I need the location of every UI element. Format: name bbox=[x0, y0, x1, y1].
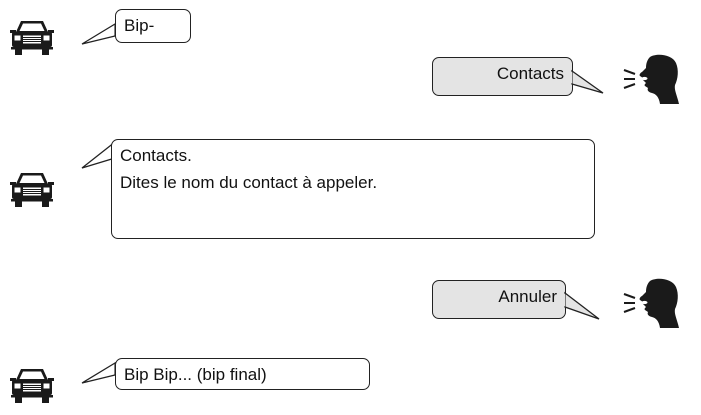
bubble-text: Annuler bbox=[498, 287, 557, 306]
bubble-text-line-1: Contacts. bbox=[120, 146, 192, 165]
bubble-tail bbox=[569, 69, 604, 94]
car-speech-bubble: Bip Bip... (bip final) bbox=[115, 358, 370, 390]
car-icon bbox=[9, 368, 55, 404]
speaking-head-icon bbox=[623, 53, 680, 105]
bubble-text: Bip Bip... (bip final) bbox=[124, 365, 267, 384]
car-speech-bubble: Bip- bbox=[115, 9, 191, 43]
car-icon bbox=[9, 172, 55, 208]
bubble-text: Bip- bbox=[124, 16, 155, 35]
bubble-text-line-2: Dites le nom du contact à appeler. bbox=[120, 173, 378, 192]
user-message-2: Annuler bbox=[0, 275, 701, 355]
user-message-1: Contacts bbox=[0, 50, 701, 130]
user-speech-bubble: Contacts bbox=[432, 57, 573, 96]
bubble-tail bbox=[562, 291, 600, 320]
user-speech-bubble: Annuler bbox=[432, 280, 566, 319]
car-speech-bubble: Contacts. Dites le nom du contact à appe… bbox=[111, 139, 595, 239]
car-message-3: Bip Bip... (bip final) bbox=[0, 355, 701, 415]
car-message-2: Contacts. Dites le nom du contact à appe… bbox=[0, 130, 701, 250]
bubble-tail bbox=[81, 22, 118, 45]
car-message-1: Bip- bbox=[0, 0, 701, 70]
speaking-head-icon bbox=[623, 277, 680, 329]
bubble-text: Contacts bbox=[496, 64, 564, 83]
bubble-tail bbox=[81, 361, 118, 384]
